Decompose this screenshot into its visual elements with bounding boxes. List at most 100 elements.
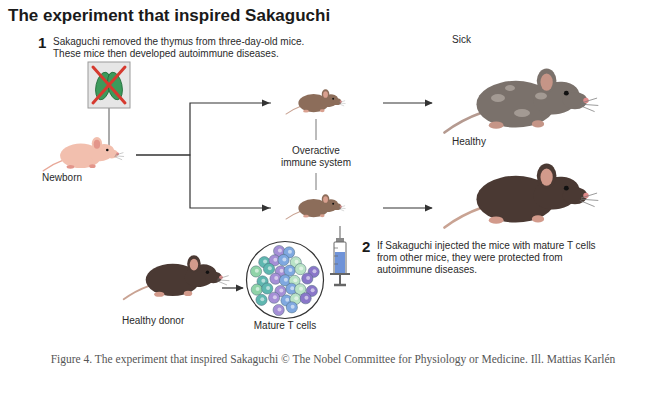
fur-patch <box>535 93 547 100</box>
arrowhead <box>262 205 270 212</box>
cell-body <box>263 263 274 274</box>
arrowhead <box>262 100 270 107</box>
figure-label: Newborn <box>42 172 136 184</box>
figure-caption: Figure 4. The experiment that inspired S… <box>43 352 623 367</box>
cell-body <box>278 254 289 265</box>
step-text: If Sakaguchi injected the mice with matu… <box>377 240 605 276</box>
cell-nucleus <box>293 278 297 282</box>
cell-nucleus <box>280 269 284 273</box>
t-cell <box>251 284 262 295</box>
cell-nucleus <box>256 287 260 291</box>
t-cell <box>300 293 311 304</box>
figure-label: Sick <box>452 34 610 46</box>
figure-title: The experiment that inspired Sakaguchi <box>8 5 648 26</box>
leader-line <box>316 173 317 190</box>
cell-body <box>262 283 273 294</box>
cell-nucleus <box>295 260 299 264</box>
mouse-figure: Healthy <box>432 134 610 232</box>
cell-nucleus <box>277 307 281 311</box>
figure-label: Mature T cells <box>243 320 327 332</box>
donor-mouse <box>124 255 230 299</box>
cell-nucleus <box>304 296 308 300</box>
cell-nucleus <box>288 268 292 272</box>
syringe-barrel <box>334 242 346 274</box>
ground-patch <box>271 88 383 120</box>
thymectomised-mouse <box>286 89 346 114</box>
cell-nucleus <box>299 287 303 291</box>
t-cell <box>250 266 261 277</box>
mouse-figure: Newborn <box>38 128 136 186</box>
cell-nucleus <box>285 298 289 302</box>
circle-outline <box>247 242 324 319</box>
syringe-icon <box>330 226 350 285</box>
cell-nucleus <box>255 269 259 273</box>
cell-nucleus <box>266 286 270 290</box>
scale-ticks <box>334 248 338 264</box>
figure-label: Healthy donor <box>122 315 222 327</box>
step-text: Sakaguchi removed the thymus from three-… <box>53 36 321 60</box>
healthy-mouse <box>444 164 598 228</box>
cell-nucleus <box>306 276 310 280</box>
cross-mark <box>93 67 125 103</box>
cell-nucleus <box>291 305 295 309</box>
cell-body <box>295 264 306 275</box>
thymus-removed-icon <box>88 62 130 146</box>
callout-number: 2 <box>362 238 376 255</box>
t-cell <box>295 264 306 275</box>
cell-nucleus <box>311 288 315 292</box>
t-cell <box>302 273 313 284</box>
mouse-figure: Sick <box>432 32 610 140</box>
cell-body <box>286 302 297 313</box>
cross-mark <box>93 67 125 103</box>
cell-body <box>256 294 267 305</box>
t-cell <box>270 273 281 284</box>
t-cell <box>278 254 289 265</box>
t-cell <box>286 302 297 313</box>
fur-patch <box>491 94 505 102</box>
thymectomised-mouse <box>286 194 346 219</box>
cell-nucleus <box>260 297 264 301</box>
cell-body <box>302 273 313 284</box>
t-cell <box>273 304 284 315</box>
cell-nucleus <box>273 258 277 262</box>
mouse-figure: Healthy donor <box>120 243 222 331</box>
leader-line <box>109 108 110 146</box>
sick-mouse <box>444 69 598 133</box>
cell-body <box>269 292 280 303</box>
cell-nucleus <box>274 276 278 280</box>
syringe-plunger <box>339 274 341 284</box>
cell-nucleus <box>273 295 277 299</box>
leader-line <box>316 119 317 140</box>
newborn-mouse <box>43 137 124 171</box>
t-cell <box>269 292 280 303</box>
cell-body <box>270 273 281 284</box>
annotation: Overactive immune system <box>276 145 356 169</box>
cell-circle: Mature T cells <box>243 240 327 336</box>
cell-nucleus <box>263 260 267 264</box>
cell-nucleus <box>290 286 294 290</box>
t-cell <box>262 283 273 294</box>
cell-nucleus <box>299 267 303 271</box>
cell-circle-shape <box>245 240 325 320</box>
syringe-liquid <box>335 252 345 273</box>
arrow-connector <box>222 287 243 288</box>
ground-patch <box>271 193 383 225</box>
cell-nucleus <box>294 296 298 300</box>
cell-nucleus <box>268 266 272 270</box>
t-cell <box>263 263 274 274</box>
cell-body <box>251 284 262 295</box>
callout-number: 1 <box>38 34 52 51</box>
fur-patch <box>505 85 515 91</box>
cell-nucleus <box>312 269 316 273</box>
icon-frame <box>88 62 130 108</box>
cell-nucleus <box>279 288 283 292</box>
cell-nucleus <box>261 279 265 283</box>
fur-patch <box>514 109 530 117</box>
cell-nucleus <box>288 250 292 254</box>
cell-nucleus <box>282 257 286 261</box>
needle <box>339 226 340 240</box>
cell-body <box>250 266 261 277</box>
syringe-hub <box>336 238 344 242</box>
